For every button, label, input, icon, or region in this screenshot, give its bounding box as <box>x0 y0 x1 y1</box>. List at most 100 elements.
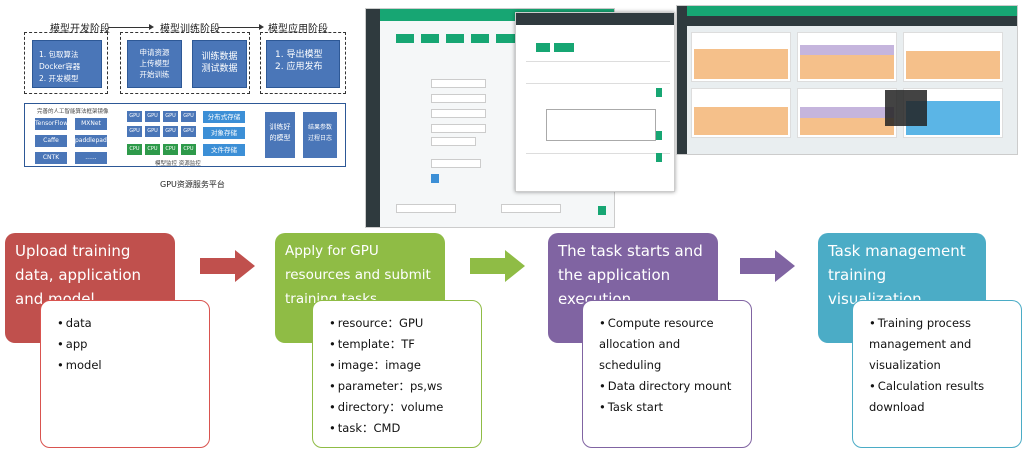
result-log-box: 结果参数过程日志 <box>303 112 337 158</box>
gpu-cell: GPU <box>127 126 142 137</box>
status-badge <box>656 88 662 97</box>
architecture-diagram: 模型开发阶段 模型训练阶段 模型应用阶段 1. 包取算法Docker容器 2. … <box>0 0 350 200</box>
trained-model-box: 训练好的模型 <box>265 112 295 158</box>
flow-arrow-1 <box>200 250 255 282</box>
action-button[interactable] <box>446 34 464 43</box>
monitor-graph <box>691 32 791 82</box>
add-button[interactable] <box>598 206 606 215</box>
tab-bar <box>516 13 674 25</box>
train-step: 申请资源 <box>139 48 170 57</box>
phase-train: 模型训练阶段 <box>160 24 220 35</box>
monitor-graph <box>797 88 897 138</box>
form-input[interactable] <box>431 159 481 168</box>
framework-item: ...... <box>75 152 107 164</box>
gpu-cell: GPU <box>181 126 196 137</box>
detail-item: Data directory mount <box>599 376 735 397</box>
spinner-button[interactable] <box>431 174 439 183</box>
form-input[interactable] <box>501 204 561 213</box>
phase-app: 模型应用阶段 <box>268 24 328 35</box>
app-step: 1. 导出模型 <box>275 50 323 60</box>
step-title: The task starts and the application exec… <box>558 242 703 308</box>
detail-item: model <box>57 355 193 376</box>
framework-item: CNTK <box>35 152 67 164</box>
step-apply-details: resource：GPU template：TF image：image par… <box>312 300 482 448</box>
reload-button[interactable] <box>554 43 574 52</box>
detail-item: Training process management and visualiz… <box>869 313 1005 376</box>
dev-box: 1. 包取算法Docker容器 2. 开发模型 <box>32 40 102 88</box>
train-step: 上传模型 <box>139 59 170 68</box>
detail-item: app <box>57 334 193 355</box>
monitor-graph <box>903 32 1003 82</box>
cpu-cell: CPU <box>163 144 178 155</box>
gpu-cell: GPU <box>163 111 178 122</box>
sidebar <box>677 6 687 154</box>
form-input[interactable] <box>431 94 486 103</box>
dev-step: 1. 包取算法Docker容器 <box>39 50 81 71</box>
detail-item: image：image <box>329 355 465 376</box>
dev-stage-frame <box>24 32 108 94</box>
cpu-cell: CPU <box>145 144 160 155</box>
status-badge <box>656 153 662 162</box>
detail-item: parameter：ps,ws <box>329 376 465 397</box>
app-step: 2. 应用发布 <box>275 62 323 72</box>
step-execute-details: Compute resource allocation and scheduli… <box>582 300 752 448</box>
step-title: Task management training visualization <box>828 242 966 308</box>
screenshot-task-list <box>515 12 675 192</box>
gpu-cell: GPU <box>127 111 142 122</box>
data-box: 训练数据 测试数据 <box>192 40 247 88</box>
detail-item: directory：volume <box>329 397 465 418</box>
detail-item: Task start <box>599 397 735 418</box>
app-box: 1. 导出模型 2. 应用发布 <box>266 40 340 88</box>
step-title: Apply for GPU resources and submit train… <box>285 243 431 307</box>
status-badge <box>656 131 662 140</box>
phase-arrow <box>218 24 264 30</box>
table-divider <box>526 61 670 62</box>
detail-item: resource：GPU <box>329 313 465 334</box>
storage-item: 对象存储 <box>203 127 245 139</box>
train-step: 开始训练 <box>139 70 170 79</box>
app-stage-frame <box>260 32 346 94</box>
cpu-cell: CPU <box>127 144 142 155</box>
form-input[interactable] <box>396 204 456 213</box>
action-button[interactable] <box>496 34 518 43</box>
step-title: Upload training data, application and mo… <box>15 242 142 308</box>
screenshot-monitoring <box>676 5 1018 155</box>
action-button[interactable] <box>421 34 439 43</box>
train-box: 申请资源 上传模型 开始训练 <box>127 40 182 88</box>
form-input[interactable] <box>431 137 476 146</box>
delete-button[interactable] <box>536 43 550 52</box>
top-bar <box>687 6 1017 16</box>
platform-frame: 完善的人工智能算法框架镜像 TensorFlow MXNet Caffe pad… <box>24 103 346 167</box>
form-input[interactable] <box>431 124 486 133</box>
container-detail-table <box>546 109 656 141</box>
action-button[interactable] <box>471 34 489 43</box>
action-button[interactable] <box>396 34 414 43</box>
detail-item: Compute resource allocation and scheduli… <box>599 313 735 376</box>
gpu-cell: GPU <box>145 126 160 137</box>
form-select[interactable] <box>431 109 486 118</box>
data-line: 测试数据 <box>201 64 238 74</box>
storage-item: 分布式存储 <box>203 111 245 123</box>
table-divider <box>526 153 670 154</box>
dev-step: 2. 开发模型 <box>39 74 79 83</box>
detail-item: data <box>57 313 193 334</box>
gpu-cell: GPU <box>181 111 196 122</box>
info-bar <box>687 16 1017 26</box>
detail-item: task：CMD <box>329 418 465 439</box>
detail-item: Calculation results download <box>869 376 1005 418</box>
monitor-label: 模型监控 资源监控 <box>155 161 201 167</box>
tooltip <box>885 90 927 126</box>
phase-arrow <box>108 24 154 30</box>
platform-title: GPU资源服务平台 <box>160 180 225 189</box>
table-divider <box>526 83 670 84</box>
monitor-graph <box>797 32 897 82</box>
framework-item: TensorFlow <box>35 118 68 130</box>
storage-item: 文件存储 <box>203 144 245 156</box>
step-manage-details: Training process management and visualiz… <box>852 300 1022 448</box>
gpu-cell: GPU <box>163 126 178 137</box>
form-input[interactable] <box>431 79 486 88</box>
monitor-graph <box>691 88 791 138</box>
gpu-cell: GPU <box>145 111 160 122</box>
framework-item: Caffe <box>35 135 67 147</box>
data-line: 训练数据 <box>201 52 238 62</box>
